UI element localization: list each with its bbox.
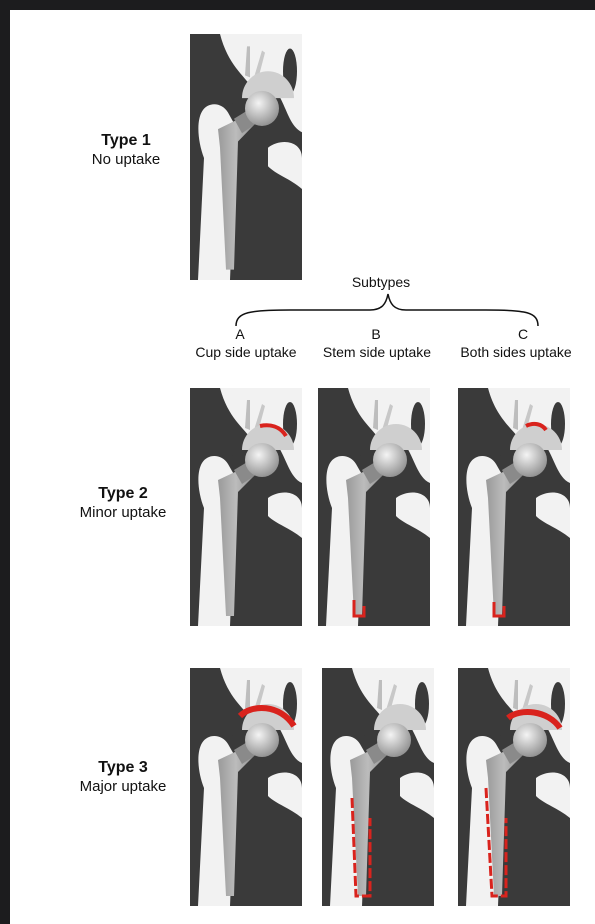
type-3-label: Type 3 Major uptake [58,758,188,797]
xray-type-3a [190,668,302,906]
xray-type-2c [458,388,570,626]
subtype-a-letter: A [230,326,250,342]
subtype-b-desc: Stem side uptake [313,344,441,360]
figure-panel: Type 1 No uptake Type 2 Minor uptake Typ… [10,10,595,924]
subtypes-brace [230,290,550,330]
type-1-title: Type 1 [66,131,186,151]
type-1-label: Type 1 No uptake [66,131,186,170]
subtype-c-letter: C [513,326,533,342]
xray-type-3c [458,668,570,906]
type-2-subtitle: Minor uptake [58,504,188,523]
xray-type-2b [318,388,430,626]
subtype-c-desc: Both sides uptake [447,344,585,360]
type-1-subtitle: No uptake [66,151,186,170]
xray-type-1 [190,34,302,280]
subtype-b-letter: B [366,326,386,342]
type-2-title: Type 2 [58,484,188,504]
type-3-title: Type 3 [58,758,188,778]
type-3-subtitle: Major uptake [58,778,188,797]
xray-type-2a [190,388,302,626]
xray-type-3b [322,668,434,906]
subtypes-title: Subtypes [336,274,426,290]
type-2-label: Type 2 Minor uptake [58,484,188,523]
subtype-a-desc: Cup side uptake [185,344,307,360]
